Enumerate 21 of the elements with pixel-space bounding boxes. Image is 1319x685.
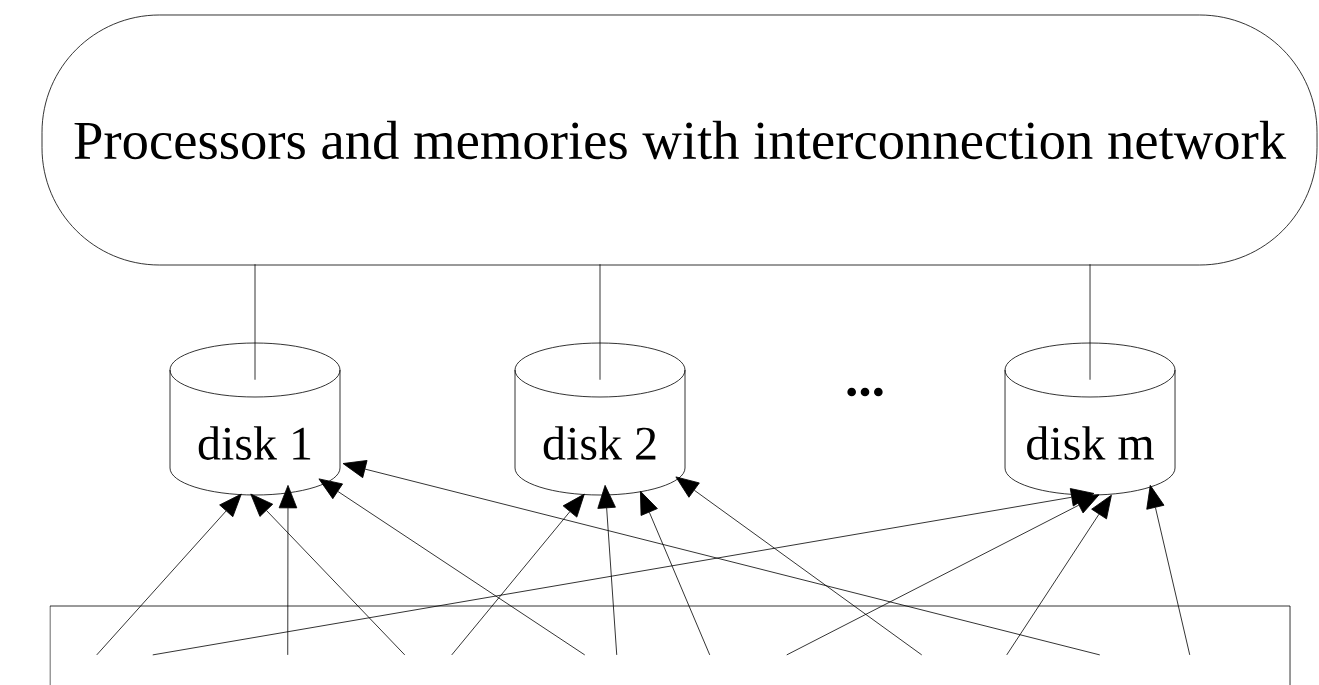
arrow: [597, 484, 618, 656]
arrow: [1006, 494, 1112, 656]
disk-cylinder: disk m: [1004, 342, 1176, 496]
arrow: [786, 494, 1100, 656]
node-label: disk m: [1027, 426, 1154, 460]
system-box: [49, 605, 1291, 685]
arrow: [1146, 484, 1191, 656]
arrow: [640, 490, 711, 656]
arrow: [250, 493, 406, 656]
arrow: [278, 485, 298, 656]
arrow: [96, 493, 242, 656]
disk-cylinder: disk 2: [514, 342, 686, 496]
disk-cylinder: disk 1: [169, 342, 341, 496]
node-label: disk 1: [198, 426, 311, 460]
arrow: [318, 478, 586, 656]
node-label: disk 2: [543, 426, 656, 460]
arrow: [152, 488, 1095, 656]
arrow: [675, 476, 923, 656]
arrow: [342, 460, 1101, 656]
network-cloud: Processors and memories with interconnection network: [41, 14, 1318, 266]
ellipsis: ...: [847, 387, 883, 397]
